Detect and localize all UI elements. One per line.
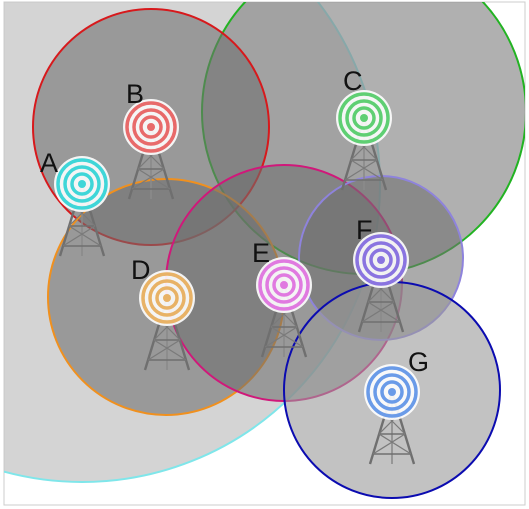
signal-icon-ring [63,165,101,203]
signal-icon-ring [148,279,186,317]
signal-icon-ring [362,241,400,279]
station-a: A [40,148,110,258]
station-label-a: A [40,148,58,178]
signal-icon-ring [355,234,407,286]
station-label-e: E [252,238,270,268]
signal-icon-core [280,281,288,289]
station-label-b: B [126,79,144,109]
station-label-c: C [343,66,363,96]
signal-icon-ring [155,286,179,310]
coverage-areas [4,2,525,499]
station-d: D [131,255,195,372]
signal-icon-ring [258,259,310,311]
signal-icon-ring [352,106,376,130]
signal-icon-ring [141,272,193,324]
signal-icon-ring [132,108,170,146]
signal-icon-ring [70,172,94,196]
signal-icon-ring [338,92,390,144]
signal-icon-core [388,388,396,396]
signal-icon-ring [369,248,393,272]
signal-icon-ring [139,115,163,139]
station-label-f: F [356,215,373,245]
signal-icon-ring [345,99,383,137]
station-c: C [336,66,392,192]
signal-icon-core [78,180,86,188]
signal-icon-ring [272,273,296,297]
signal-icon-ring [373,373,411,411]
station-e: E [252,238,312,359]
signal-icon-ring [366,366,418,418]
station-b: B [123,79,179,201]
signal-icon-core [163,294,171,302]
station-f: F [353,215,409,334]
signal-icon-ring [265,266,303,304]
signal-icon-ring [56,158,108,210]
station-label-g: G [408,347,429,377]
signal-icon-core [377,256,385,264]
signal-icon-ring [380,380,404,404]
station-label-d: D [131,255,151,285]
signal-icon-ring [125,101,177,153]
station-g: G [364,347,429,466]
signal-icon-core [147,123,155,131]
signal-icon-core [360,114,368,122]
